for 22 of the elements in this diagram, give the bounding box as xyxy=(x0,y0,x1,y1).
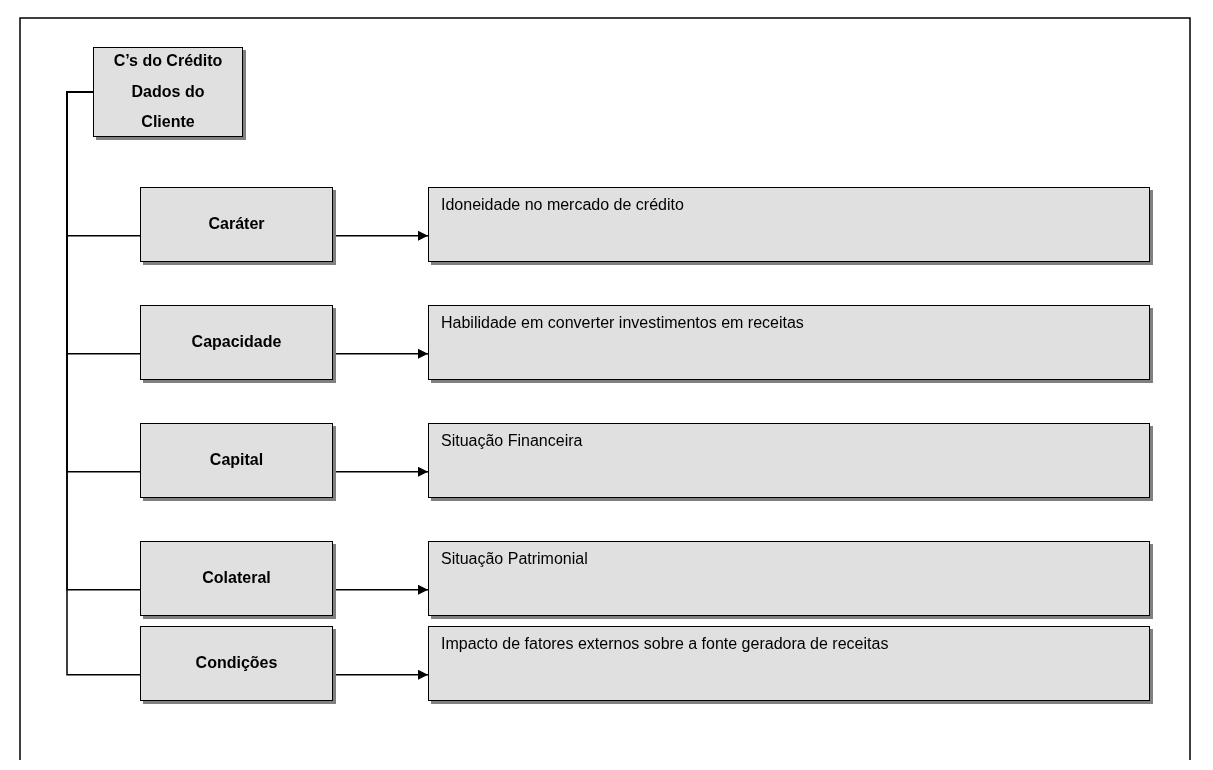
criterion-label: C’s do Crédito Dados do Cliente xyxy=(112,51,224,133)
description-text: Situação Patrimonial xyxy=(441,550,588,568)
criterion-box xyxy=(140,187,333,262)
criterion-box xyxy=(140,541,333,616)
criterion-box xyxy=(140,423,333,498)
description-text: Impacto de fatores externos sobre a fonte geradora de receitas xyxy=(441,635,889,653)
description-text: Habilidade em converter investimentos em receitas xyxy=(441,314,804,332)
criterion-label: Condições xyxy=(195,653,278,674)
criterion-label: Capital xyxy=(209,450,264,471)
description-text: Idoneidade no mercado de crédito xyxy=(441,196,684,214)
description-box xyxy=(428,187,1150,262)
description-text: Situação Financeira xyxy=(441,432,583,450)
description-box xyxy=(428,423,1150,498)
description-box xyxy=(428,305,1150,380)
criterion-label: Capacidade xyxy=(191,332,282,353)
title-box xyxy=(93,47,243,137)
criterion-label: Caráter xyxy=(208,214,265,235)
criterion-label: Colateral xyxy=(202,568,271,589)
description-box xyxy=(428,541,1150,616)
criterion-box xyxy=(140,626,333,701)
criterion-box xyxy=(140,305,333,380)
description-box xyxy=(428,626,1150,701)
